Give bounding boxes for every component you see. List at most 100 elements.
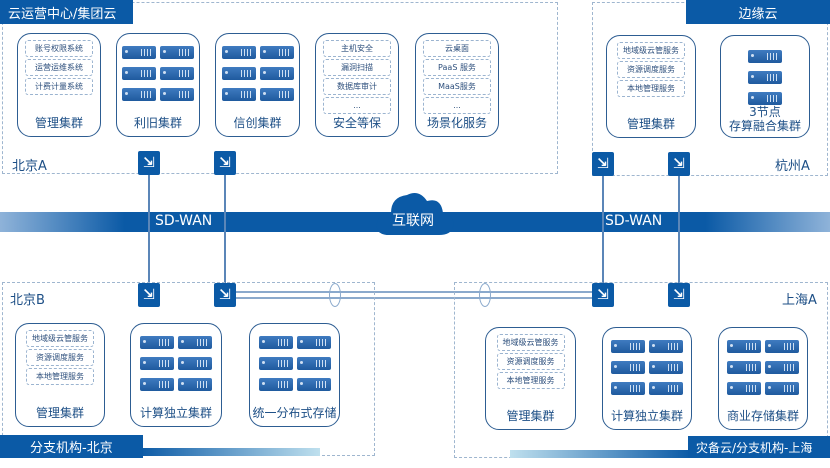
cluster-name: 3节点 存算融合集群 — [728, 105, 801, 134]
cluster-name: 管理集群 — [35, 405, 84, 420]
cluster-name: 管理集群 — [506, 408, 555, 423]
cluster-card: 计算独立集群 — [602, 327, 692, 430]
server-icon — [140, 357, 174, 370]
server-rack — [221, 46, 294, 101]
service-item: 账号权限系统 — [25, 40, 93, 57]
location-label: 北京A — [12, 159, 47, 174]
server-icon — [140, 378, 174, 391]
server-rack — [748, 50, 782, 105]
tab-gradient — [140, 448, 320, 456]
service-item: 地域级云管服务 — [496, 334, 565, 351]
server-icon — [140, 336, 174, 349]
cluster-name: 场景化服务 — [426, 115, 487, 130]
link-line — [602, 175, 604, 285]
server-icon — [221, 46, 256, 59]
server-icon — [296, 357, 331, 370]
server-icon — [259, 46, 294, 59]
dedicated-line — [236, 297, 592, 299]
service-item: 主机安全 — [323, 40, 391, 57]
server-icon — [258, 378, 293, 391]
server-icon — [160, 67, 194, 80]
location-label: 杭州A — [775, 159, 810, 174]
cluster-name: 安全等保 — [332, 115, 381, 130]
server-icon — [649, 382, 683, 395]
link-line — [224, 175, 226, 285]
cluster-name: 计算独立集群 — [610, 408, 683, 423]
switch-icon: ⇲ — [668, 283, 690, 307]
sdwan-label-left: SD-WAN — [155, 213, 213, 229]
service-item: 运营运维系统 — [25, 59, 93, 76]
zone-title: 灾备云/分支机构-上海 — [688, 436, 830, 458]
service-item: 资源调度服务 — [617, 61, 685, 78]
server-icon — [727, 361, 761, 374]
service-item: MaaS服务 — [423, 77, 491, 95]
server-icon — [259, 67, 294, 80]
server-icon — [122, 46, 156, 59]
service-item: 地域级云管服务 — [26, 330, 94, 347]
line-bundle-ellipse — [329, 283, 341, 307]
link-line — [678, 175, 680, 285]
server-icon — [259, 88, 294, 101]
location-label: 北京B — [10, 293, 45, 308]
server-rack — [140, 336, 212, 391]
line-bundle-ellipse — [479, 283, 491, 307]
server-icon — [765, 361, 799, 374]
server-icon — [258, 336, 293, 349]
server-icon — [296, 336, 331, 349]
server-icon — [221, 67, 256, 80]
zone-title: 分支机构-北京 — [0, 435, 143, 458]
cluster-name: 商业存储集群 — [726, 408, 799, 423]
service-item: 地域级云管服务 — [617, 42, 685, 59]
server-icon — [611, 382, 645, 395]
server-rack — [727, 340, 799, 395]
cluster-name: 统一分布式存储 — [252, 405, 337, 420]
service-item: ... — [423, 96, 491, 114]
service-item: PaaS 服务 — [423, 58, 491, 76]
server-icon — [611, 361, 645, 374]
server-icon — [178, 357, 212, 370]
cluster-name: 计算独立集群 — [139, 405, 212, 420]
server-icon — [649, 340, 683, 353]
server-icon — [178, 336, 212, 349]
sdwan-label-right: SD-WAN — [605, 213, 663, 229]
server-rack — [258, 336, 331, 391]
service-item: 资源调度服务 — [496, 353, 565, 370]
server-rack — [122, 46, 194, 101]
service-item: 资源调度服务 — [26, 349, 94, 366]
service-item: 云桌面 — [423, 40, 491, 57]
server-icon — [221, 88, 256, 101]
server-icon — [748, 50, 782, 63]
server-icon — [611, 340, 645, 353]
server-icon — [122, 88, 156, 101]
cluster-card: 统一分布式存储 — [249, 323, 340, 427]
server-rack — [611, 340, 683, 395]
service-item: 本地管理服务 — [496, 372, 565, 389]
server-icon — [649, 361, 683, 374]
server-icon — [748, 92, 782, 105]
cluster-card: 主机安全漏洞扫描数据库审计...安全等保 — [315, 33, 399, 137]
tab-gradient — [510, 450, 690, 458]
server-icon — [296, 378, 331, 391]
switch-icon: ⇲ — [214, 283, 236, 307]
switch-icon: ⇲ — [592, 152, 614, 176]
cluster-card: 地域级云管服务资源调度服务本地管理服务管理集群 — [485, 327, 576, 430]
switch-icon: ⇲ — [214, 151, 236, 175]
zone-title: 云运营中心/集团云 — [0, 0, 133, 24]
internet-label: 互联网 — [392, 213, 434, 229]
cluster-name: 管理集群 — [34, 115, 83, 130]
cluster-card: 商业存储集群 — [718, 327, 808, 430]
cloud-icon — [376, 193, 454, 235]
server-icon — [160, 46, 194, 59]
switch-icon: ⇲ — [138, 151, 160, 175]
switch-icon: ⇲ — [592, 283, 614, 307]
service-item: 本地管理服务 — [26, 368, 94, 385]
cluster-card: 3节点 存算融合集群 — [720, 35, 810, 138]
server-icon — [748, 71, 782, 84]
cluster-card: 计算独立集群 — [130, 323, 222, 427]
link-line — [148, 175, 150, 285]
cluster-name: 信创集群 — [233, 115, 282, 130]
server-icon — [727, 340, 761, 353]
server-icon — [160, 88, 194, 101]
switch-icon: ⇲ — [138, 283, 160, 307]
